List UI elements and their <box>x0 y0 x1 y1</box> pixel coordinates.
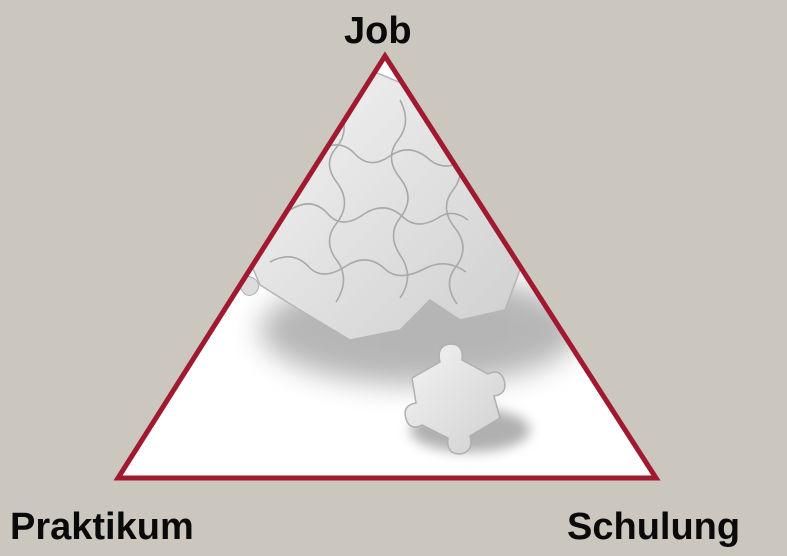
vertex-label-bottom-left: Praktikum <box>10 506 194 548</box>
loose-puzzle-piece <box>404 343 506 455</box>
vertex-label-top: Job <box>344 10 412 52</box>
triangle-outline <box>113 51 661 481</box>
vertex-label-bottom-right: Schulung <box>567 506 741 548</box>
